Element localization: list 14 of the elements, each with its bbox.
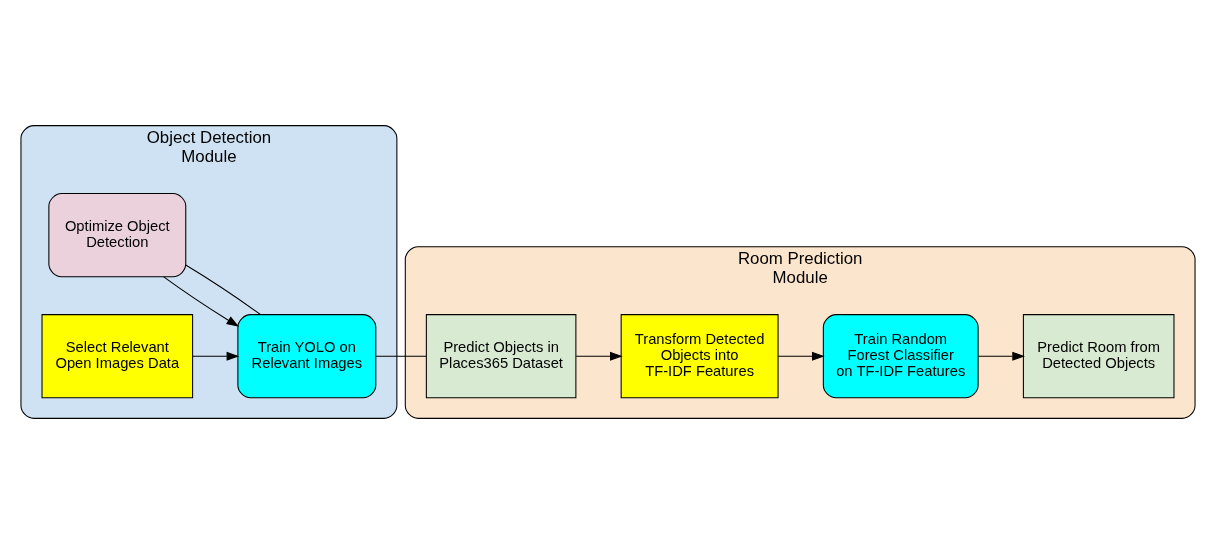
connector (185, 263, 261, 315)
connector (375, 355, 427, 357)
arrow (192, 351, 240, 361)
arrow (575, 351, 623, 361)
node-box: Predict Objects in Places365 Dataset (425, 313, 577, 398)
node-box: Train YOLO on Relevant Images (237, 313, 377, 398)
node-box: Predict Room from Detected Objects (1022, 313, 1175, 398)
arrow (163, 275, 240, 327)
node-box: Transform Detected Objects into TF-IDF Features (620, 313, 779, 398)
arrow (977, 351, 1025, 361)
node-box: Optimize Object Detection (48, 192, 187, 277)
node-box: Select Relevant Open Images Data (41, 313, 194, 398)
node-box: Train Random Forest Classifier on TF-IDF Features (822, 313, 979, 398)
arrow (777, 351, 825, 361)
